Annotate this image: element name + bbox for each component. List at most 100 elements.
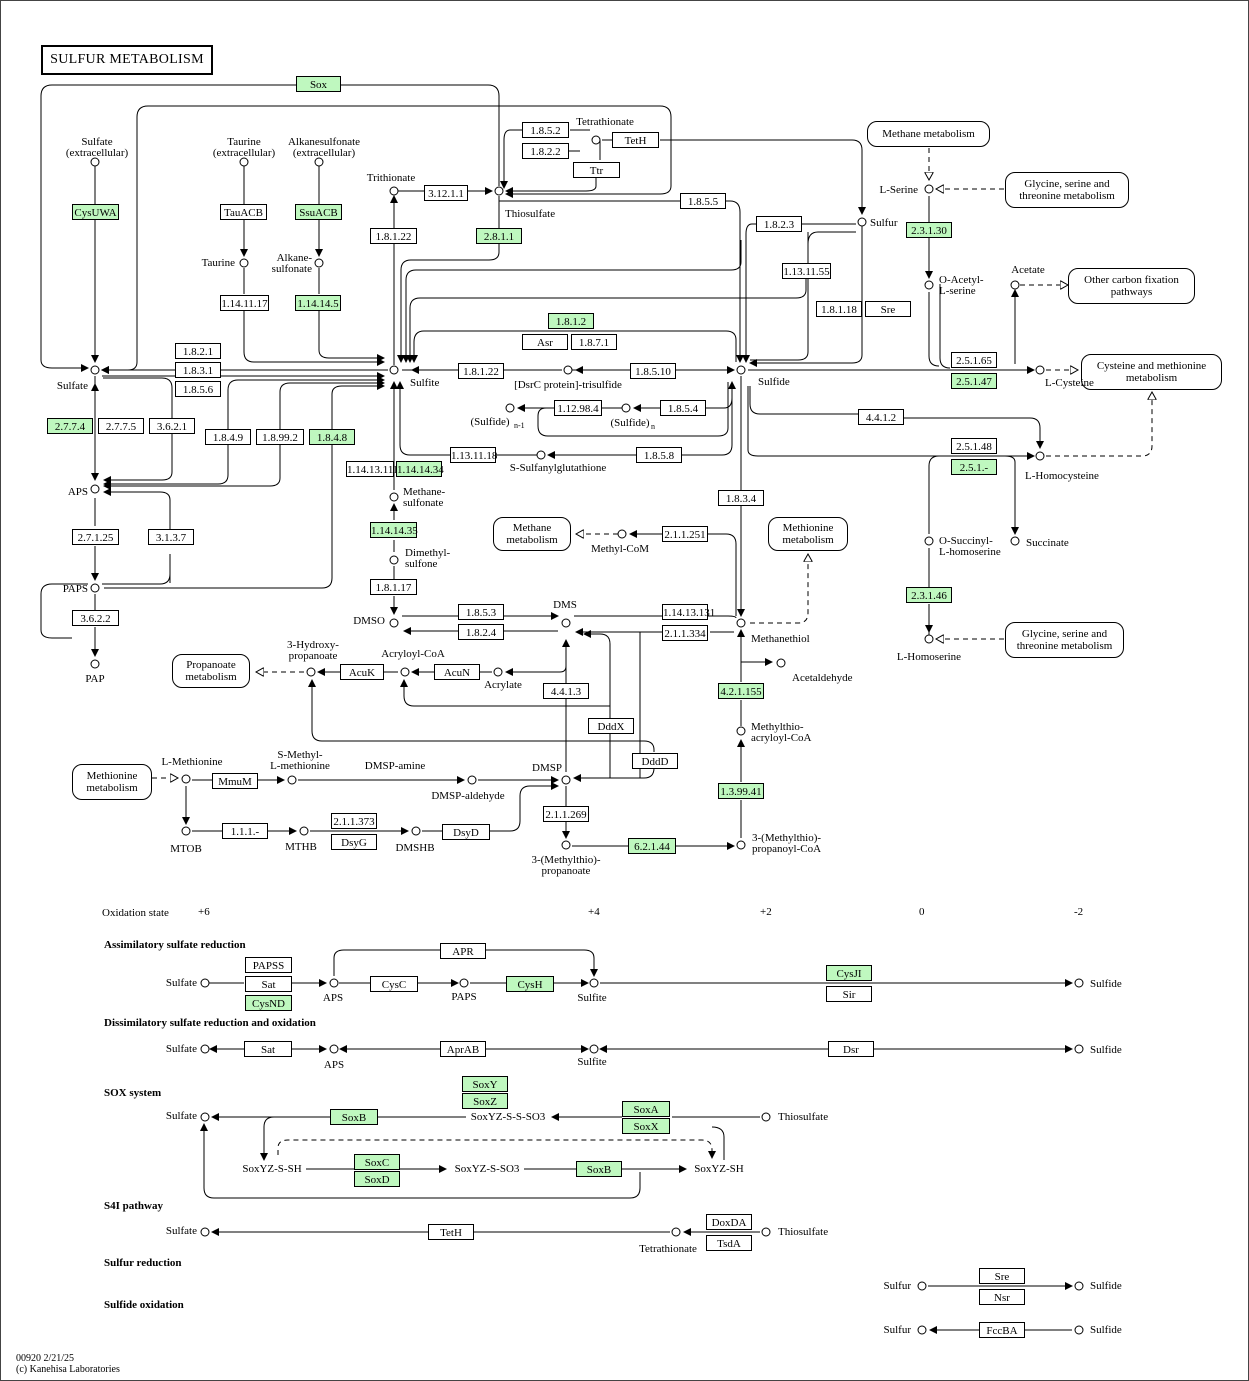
enzyme-box-soxb1[interactable]: SoxB — [330, 1109, 378, 1125]
enzyme-box-e1853[interactable]: 1.8.5.3 — [458, 604, 504, 620]
enzyme-box-cysh[interactable]: CysH — [506, 976, 554, 992]
enzyme-box-sat2[interactable]: Sat — [244, 1041, 292, 1057]
enzyme-box-soxz[interactable]: SoxZ — [462, 1093, 508, 1109]
enzyme-box-e3137[interactable]: 3.1.3.7 — [148, 529, 194, 545]
enzyme-box-e1824[interactable]: 1.8.2.4 — [458, 624, 504, 640]
enzyme-box-soxd[interactable]: SoxD — [354, 1171, 400, 1187]
map-link-carbonfix[interactable]: Other carbon fixation pathways — [1068, 268, 1195, 304]
enzyme-box-soxc[interactable]: SoxC — [354, 1154, 400, 1170]
enzyme-box-soxy[interactable]: SoxY — [462, 1076, 508, 1092]
enzyme-box-e114145[interactable]: 1.14.14.5 — [295, 295, 341, 311]
enzyme-box-e1131155[interactable]: 1.13.11.55 — [782, 263, 831, 279]
enzyme-box-e1871[interactable]: 1.8.7.1 — [571, 334, 617, 350]
enzyme-box-e112984[interactable]: 1.12.98.4 — [554, 400, 602, 416]
enzyme-box-e211334[interactable]: 2.1.1.334 — [662, 625, 708, 641]
map-link-glycine2[interactable]: Glycine, serine and threonine metabolism — [1005, 622, 1124, 658]
enzyme-box-e1855[interactable]: 1.8.5.5 — [680, 193, 726, 209]
enzyme-box-e113118[interactable]: 1.13.11.18 — [450, 447, 497, 463]
enzyme-box-asr[interactable]: Asr — [522, 334, 568, 350]
enzyme-box-e3121[interactable]: 3.12.1.1 — [424, 185, 468, 201]
enzyme-box-ttr[interactable]: Ttr — [573, 162, 620, 178]
enzyme-box-e18122a[interactable]: 1.8.1.22 — [370, 228, 417, 244]
enzyme-box-ssuacb[interactable]: SsuACB — [295, 204, 342, 220]
enzyme-box-e62144[interactable]: 6.2.1.44 — [628, 838, 676, 854]
enzyme-box-acuk[interactable]: AcuK — [340, 664, 384, 680]
enzyme-box-doxda[interactable]: DoxDA — [706, 1214, 752, 1230]
enzyme-box-e11413131[interactable]: 1.14.13.131 — [662, 604, 715, 620]
enzyme-box-e251[interactable]: 2.5.1.- — [951, 459, 997, 475]
enzyme-box-e211373[interactable]: 2.1.1.373 — [331, 813, 377, 829]
enzyme-box-dsyg[interactable]: DsyG — [331, 834, 377, 850]
enzyme-box-sre1[interactable]: Sre — [865, 301, 911, 317]
enzyme-box-e211269[interactable]: 2.1.1.269 — [543, 806, 589, 822]
enzyme-box-e139941[interactable]: 1.3.99.41 — [718, 783, 764, 799]
enzyme-box-e4412a[interactable]: 4.4.1.2 — [858, 409, 904, 425]
enzyme-box-tauacb[interactable]: TauACB — [220, 204, 267, 220]
enzyme-box-cysji[interactable]: CysJI — [826, 965, 872, 981]
enzyme-box-dsyd[interactable]: DsyD — [442, 824, 490, 840]
enzyme-box-e1858[interactable]: 1.8.5.8 — [636, 447, 682, 463]
enzyme-box-e18122b[interactable]: 1.8.1.22 — [458, 363, 504, 379]
enzyme-box-dddx[interactable]: DddX — [588, 718, 634, 734]
enzyme-box-e2346[interactable]: 2.3.1.46 — [906, 587, 952, 603]
enzyme-box-mmun[interactable]: MmuM — [212, 773, 258, 789]
enzyme-box-e2811[interactable]: 2.8.1.1 — [476, 228, 522, 244]
enzyme-box-e1852[interactable]: 1.8.5.2 — [522, 122, 569, 138]
enzyme-box-sat1[interactable]: Sat — [245, 976, 292, 992]
enzyme-box-dsr[interactable]: Dsr — [828, 1041, 874, 1057]
enzyme-box-e1856[interactable]: 1.8.5.6 — [175, 381, 221, 397]
enzyme-box-e3622[interactable]: 3.6.2.2 — [72, 610, 119, 626]
map-link-glycine1[interactable]: Glycine, serine and threonine metabolism — [1005, 172, 1129, 208]
enzyme-box-e1849[interactable]: 1.8.4.9 — [205, 429, 251, 445]
enzyme-box-e11413111[interactable]: 1.14.13.111 — [346, 461, 398, 477]
enzyme-box-e27125[interactable]: 2.7.1.25 — [72, 529, 119, 545]
enzyme-box-e25147[interactable]: 2.5.1.47 — [951, 373, 997, 389]
enzyme-box-e114117[interactable]: 1.14.11.17 — [220, 295, 269, 311]
enzyme-box-e21251[interactable]: 2.1.1.251 — [662, 526, 708, 542]
enzyme-box-tsda[interactable]: TsdA — [706, 1235, 752, 1251]
enzyme-box-e111[interactable]: 1.1.1.- — [222, 823, 268, 839]
enzyme-box-e3621[interactable]: 3.6.2.1 — [149, 418, 195, 434]
enzyme-box-nsr[interactable]: Nsr — [979, 1289, 1025, 1305]
enzyme-box-e1848[interactable]: 1.8.4.8 — [309, 429, 355, 445]
enzyme-box-e1854[interactable]: 1.8.5.4 — [660, 400, 706, 416]
map-link-methionine1[interactable]: Methionine metabolism — [768, 517, 848, 551]
enzyme-box-dddd[interactable]: DddD — [632, 753, 678, 769]
enzyme-box-teth2[interactable]: TetH — [428, 1224, 474, 1240]
enzyme-box-e18118[interactable]: 1.8.1.18 — [816, 301, 862, 317]
enzyme-box-e25165[interactable]: 2.5.1.65 — [951, 352, 997, 368]
enzyme-box-cysnd[interactable]: CysND — [245, 995, 292, 1011]
enzyme-box-sox[interactable]: Sox — [296, 76, 341, 92]
enzyme-box-e1834[interactable]: 1.8.3.4 — [718, 490, 764, 506]
enzyme-box-sir[interactable]: Sir — [826, 986, 872, 1002]
enzyme-box-e1821[interactable]: 1.8.2.1 — [175, 343, 221, 359]
enzyme-box-soxx[interactable]: SoxX — [622, 1118, 670, 1134]
enzyme-box-e2774[interactable]: 2.7.7.4 — [47, 418, 93, 434]
enzyme-box-acun[interactable]: AcuN — [434, 664, 480, 680]
enzyme-box-e1812[interactable]: 1.8.1.2 — [548, 313, 594, 329]
map-link-methionine2[interactable]: Methionine metabolism — [72, 764, 152, 800]
enzyme-box-e2775[interactable]: 2.7.7.5 — [98, 418, 144, 434]
enzyme-box-e421155[interactable]: 4.2.1.155 — [718, 683, 764, 699]
enzyme-box-e1831[interactable]: 1.8.3.1 — [175, 362, 221, 378]
enzyme-box-apr[interactable]: APR — [440, 943, 486, 959]
enzyme-box-e18117[interactable]: 1.8.1.17 — [370, 579, 417, 595]
enzyme-box-e4413[interactable]: 4.4.1.3 — [543, 683, 589, 699]
enzyme-box-soxa[interactable]: SoxA — [622, 1101, 670, 1117]
enzyme-box-aprab[interactable]: AprAB — [440, 1041, 486, 1057]
map-link-propanoate[interactable]: Propanoate metabolism — [172, 654, 250, 688]
enzyme-box-cysc[interactable]: CysC — [370, 976, 418, 992]
enzyme-box-e18992[interactable]: 1.8.99.2 — [256, 429, 304, 445]
enzyme-box-e11414134[interactable]: 1.14.14.34 — [396, 461, 444, 477]
map-link-cysmet[interactable]: Cysteine and methionine metabolism — [1081, 354, 1222, 390]
enzyme-box-sre2[interactable]: Sre — [979, 1268, 1025, 1284]
map-link-methane2[interactable]: Methane metabolism — [493, 517, 571, 551]
enzyme-box-papss[interactable]: PAPSS — [245, 957, 292, 973]
enzyme-box-teth[interactable]: TetH — [612, 132, 659, 148]
enzyme-box-e1822[interactable]: 1.8.2.2 — [522, 143, 569, 159]
map-link-methane1[interactable]: Methane metabolism — [867, 121, 990, 147]
enzyme-box-e2311[interactable]: 2.3.1.30 — [906, 222, 952, 238]
enzyme-box-fccba[interactable]: FccBA — [979, 1322, 1025, 1338]
enzyme-box-e25148[interactable]: 2.5.1.48 — [951, 438, 997, 454]
enzyme-box-soxb2[interactable]: SoxB — [576, 1161, 622, 1177]
